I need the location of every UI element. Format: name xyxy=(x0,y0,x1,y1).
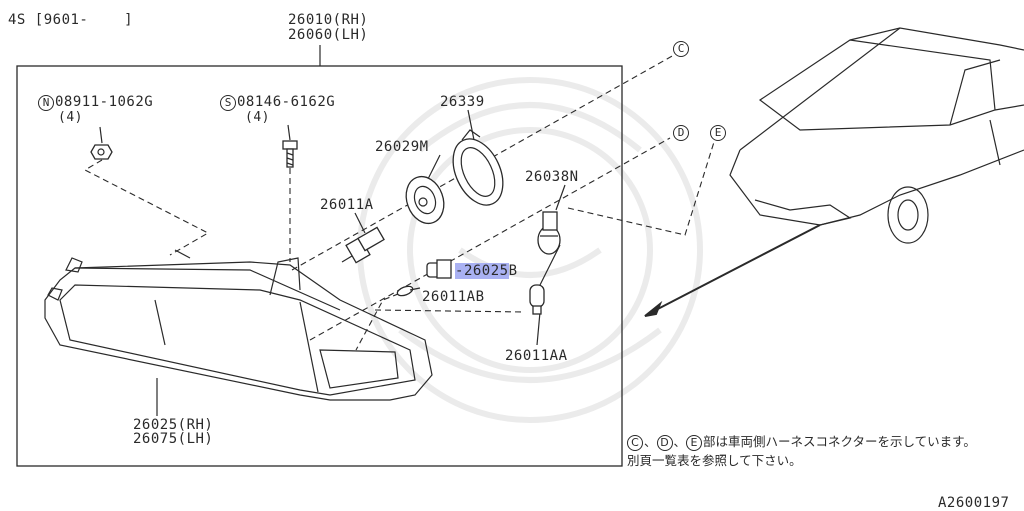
dust-cap xyxy=(405,175,445,225)
screw-part-number: 08146-6162G xyxy=(237,94,336,110)
car-illustration xyxy=(729,27,1024,244)
part-26025b-label: -26025B xyxy=(455,263,518,279)
part-26029m-label: 26029M xyxy=(375,139,429,155)
s-marker-icon: S xyxy=(220,95,236,111)
n-marker-icon: N xyxy=(38,95,54,111)
assembly-lh-label: 26060(LH) xyxy=(288,27,369,43)
turn-signal-bulb xyxy=(529,284,545,315)
e-marker: E xyxy=(710,125,727,141)
part-26038n-label: 26038N xyxy=(525,169,579,185)
d-marker: D xyxy=(673,125,690,141)
assembly-frame xyxy=(16,65,623,467)
part-26011a-label: 26011A xyxy=(320,197,374,213)
part-26339-label: 26339 xyxy=(440,94,485,110)
wedge-bulb xyxy=(396,285,421,297)
bulb-retainer-ring xyxy=(452,129,504,206)
nut-part-number: 08911-1062G xyxy=(55,94,154,110)
screw-quantity: (4) xyxy=(245,110,270,125)
nut-part xyxy=(90,144,113,160)
headlamp-housing xyxy=(44,249,433,401)
pointer-arrow xyxy=(651,224,821,313)
model-code: 4S [9601- ] xyxy=(8,12,134,28)
lens-lh-label: 26075(LH) xyxy=(133,431,214,447)
part-26011aa-label: 26011AA xyxy=(505,348,568,364)
figure-id: A2600197 xyxy=(938,495,1010,511)
assembly-rh-label: 26010(RH) xyxy=(288,12,369,28)
c-marker: C xyxy=(673,41,690,57)
lens-rh-label: 26025(RH) xyxy=(133,417,214,433)
nut-quantity: (4) xyxy=(58,110,83,125)
note-line-2: 別頁一覧表を参照して下さい。 xyxy=(627,453,802,468)
d-marker-icon: D xyxy=(673,125,689,141)
socket-part xyxy=(537,211,561,255)
watermark-emblem xyxy=(357,77,703,423)
c-marker-icon: C xyxy=(673,41,689,57)
side-marker-socket xyxy=(426,259,452,279)
part-26011ab-label: 26011AB xyxy=(422,289,485,305)
headlamp-bulb xyxy=(341,226,385,264)
screw-part xyxy=(282,140,298,168)
e-marker-icon: E xyxy=(710,125,726,141)
part-26025b-highlight: -26025 xyxy=(455,263,509,279)
